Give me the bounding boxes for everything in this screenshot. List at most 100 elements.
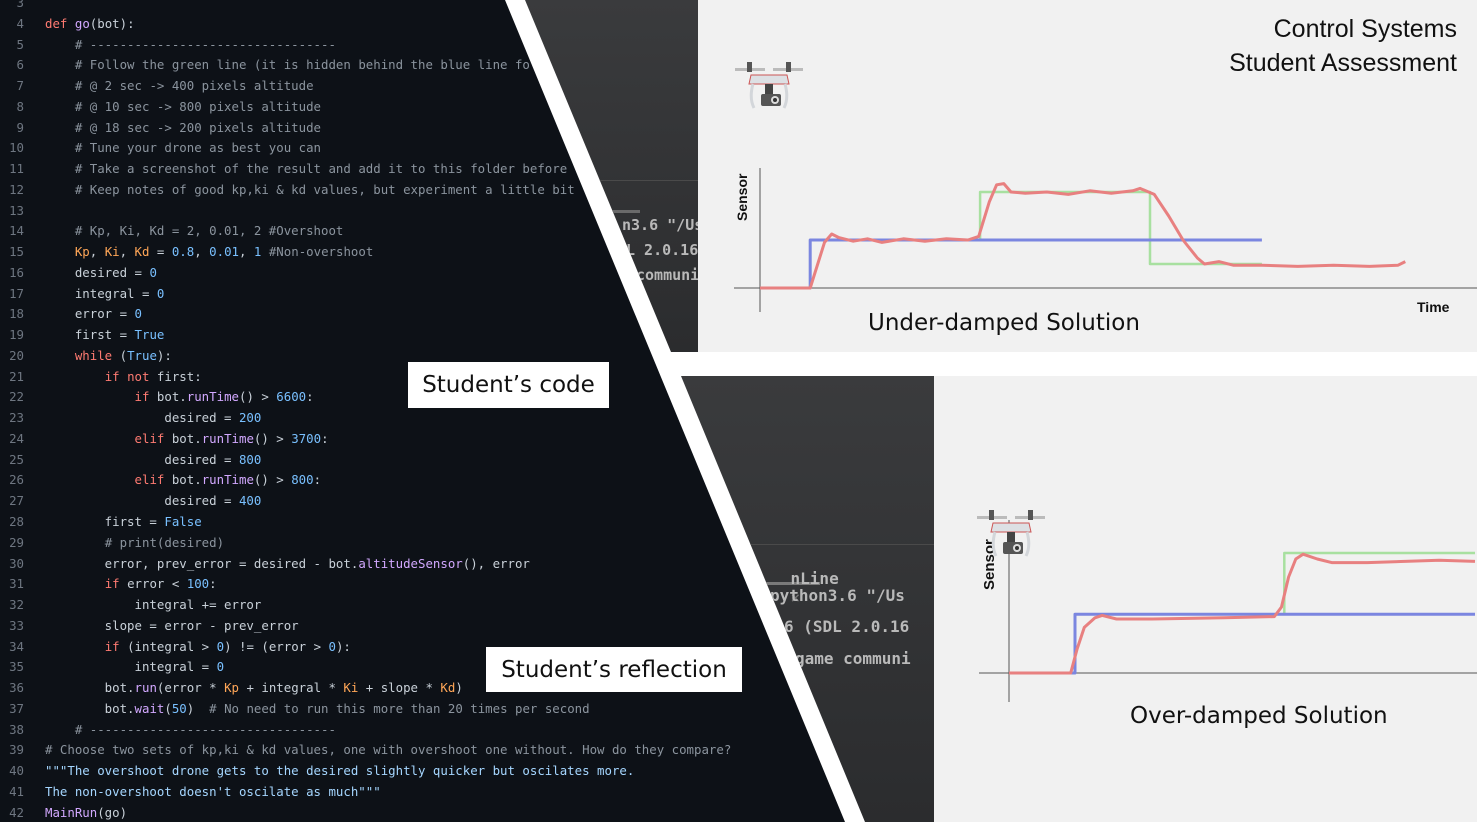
code-token — [45, 576, 105, 591]
code-line[interactable]: 36 bot.run(error * Kp + integral * Ki + … — [0, 678, 463, 698]
code-line[interactable]: 12 # Keep notes of good kp,ki & kd value… — [0, 180, 575, 200]
code-line[interactable]: 3 — [0, 0, 45, 13]
code-token: 0 — [216, 659, 225, 675]
code-token: ) != (error > — [224, 638, 329, 654]
code-line[interactable]: 30 error, prev_error = desired - bot.alt… — [0, 554, 530, 574]
chart-caption: Over-damped Solution — [1130, 703, 1388, 729]
code-line[interactable]: 33 slope = error - prev_error — [0, 616, 299, 636]
code-token: 800 — [238, 451, 262, 467]
code-line[interactable]: 38 # --------------------------------- — [0, 720, 336, 740]
code-line[interactable]: 7 # @ 2 sec -> 400 pixels altitude — [0, 76, 314, 96]
code-line[interactable]: 21 if not first: — [0, 367, 202, 387]
terminal-line: game communi — [795, 649, 911, 668]
code-token: # @ 18 sec -> 200 pixels altitude — [74, 119, 322, 135]
code-token: 100 — [186, 576, 210, 592]
code-token: error = — [45, 306, 135, 322]
close-icon[interactable]: × — [790, 588, 801, 607]
code-token: elif — [134, 472, 165, 488]
code-line[interactable]: 24 elif bot.runTime() > 3700: — [0, 429, 328, 449]
code-line[interactable]: 17 integral = 0 — [0, 284, 164, 304]
terminal-tab[interactable]: nLine × — [752, 550, 839, 626]
line-number: 22 — [9, 389, 24, 405]
code-token: : — [313, 472, 322, 488]
line-number: 37 — [9, 700, 24, 716]
code-line[interactable]: 26 elif bot.runTime() > 800: — [0, 470, 321, 490]
code-token: (error * — [156, 680, 225, 696]
code-line[interactable]: 34 if (integral > 0) != (error > 0): — [0, 637, 351, 657]
terminal-line: 6 (SDL 2.0.16 — [784, 617, 910, 636]
line-number: 21 — [9, 368, 24, 384]
code-token: first: — [149, 368, 202, 384]
code-token: ): — [156, 347, 172, 363]
code-token: 0.8 — [171, 244, 195, 260]
code-line[interactable]: 37 bot.wait(50) # No need to run this mo… — [0, 699, 590, 719]
code-token: # Tune your drone as best you can — [74, 140, 322, 156]
code-line[interactable]: 29 # print(desired) — [0, 533, 224, 553]
line-number: 3 — [16, 0, 24, 10]
code-line[interactable]: 5 # --------------------------------- — [0, 35, 336, 55]
code-token: # print(desired) — [104, 534, 225, 550]
line-number: 6 — [16, 57, 24, 73]
code-line[interactable]: 28 first = False — [0, 512, 202, 532]
top-simulation-panel: n3.6 "/Us L 2.0.16 communi Control Syste… — [525, 0, 1477, 352]
code-line[interactable]: 8 # @ 10 sec -> 800 pixels altitude — [0, 97, 322, 117]
code-line[interactable]: 9 # @ 18 sec -> 200 pixels altitude — [0, 118, 322, 138]
line-number: 36 — [9, 680, 24, 696]
code-token: True — [127, 347, 157, 363]
code-line[interactable]: 15 Kp, Ki, Kd = 0.8, 0.01, 1 #Non-oversh… — [0, 242, 373, 262]
terminal-divider — [525, 180, 698, 181]
code-token — [45, 389, 135, 404]
under-damped-chart — [734, 168, 1477, 312]
terminal-tab-underline — [755, 582, 820, 585]
line-number: 17 — [9, 285, 24, 301]
code-line[interactable]: 35 integral = 0 — [0, 657, 224, 677]
code-line[interactable]: 23 desired = 200 — [0, 408, 261, 428]
code-token: (go) — [97, 804, 128, 820]
code-line[interactable]: 32 integral += error — [0, 595, 261, 615]
code-line[interactable]: 11 # Take a screenshot of the result and… — [0, 159, 567, 179]
line-number: 27 — [9, 493, 24, 509]
terminal-line: communi — [636, 266, 700, 284]
line-number: 5 — [16, 36, 24, 52]
code-line[interactable]: 40"""The overshoot drone gets to the des… — [0, 761, 634, 781]
code-line[interactable]: 20 while (True): — [0, 346, 172, 366]
code-token: bot. — [45, 700, 135, 716]
line-number: 23 — [9, 410, 24, 426]
code-line[interactable]: 31 if error < 100: — [0, 574, 217, 594]
code-token: () > — [238, 389, 277, 405]
code-line[interactable]: 13 — [0, 201, 45, 221]
code-token: # --------------------------------- — [74, 36, 336, 52]
code-line[interactable]: 18 error = 0 — [0, 304, 142, 324]
code-token — [45, 140, 75, 155]
code-line[interactable]: 27 desired = 400 — [0, 491, 261, 511]
code-token: Ki — [104, 244, 120, 260]
code-line[interactable]: 22 if bot.runTime() > 6600: — [0, 387, 314, 407]
code-token: 0 — [149, 264, 157, 280]
code-line[interactable]: 16 desired = 0 — [0, 263, 157, 283]
code-token: 0.01 — [209, 244, 239, 260]
line-number: 30 — [9, 555, 24, 571]
code-token — [45, 37, 75, 52]
line-number: 26 — [9, 472, 24, 488]
code-line[interactable]: 14 # Kp, Ki, Kd = 2, 0.01, 2 #Overshoot — [0, 221, 343, 241]
code-token: wait — [134, 700, 165, 716]
line-number: 7 — [16, 78, 24, 94]
code-token: 0 — [134, 306, 142, 322]
code-line[interactable]: 25 desired = 800 — [0, 450, 261, 470]
code-token: if — [134, 389, 150, 405]
code-token: Kd — [134, 244, 150, 260]
terminal-line: python3.6 "/Us — [770, 586, 905, 605]
code-line[interactable]: 6 # Follow the green line (it is hidden … — [0, 55, 530, 75]
code-token: bot. — [45, 680, 135, 696]
code-token: () > — [253, 472, 292, 488]
code-token: desired = — [45, 410, 239, 426]
code-line[interactable]: 39# Choose two sets of kp,ki & kd values… — [0, 740, 731, 760]
line-number: 20 — [9, 347, 24, 363]
code-token: = — [149, 244, 172, 260]
code-token — [45, 369, 105, 384]
code-line[interactable]: 10 # Tune your drone as best you can — [0, 138, 321, 158]
code-line[interactable]: 19 first = True — [0, 325, 164, 345]
